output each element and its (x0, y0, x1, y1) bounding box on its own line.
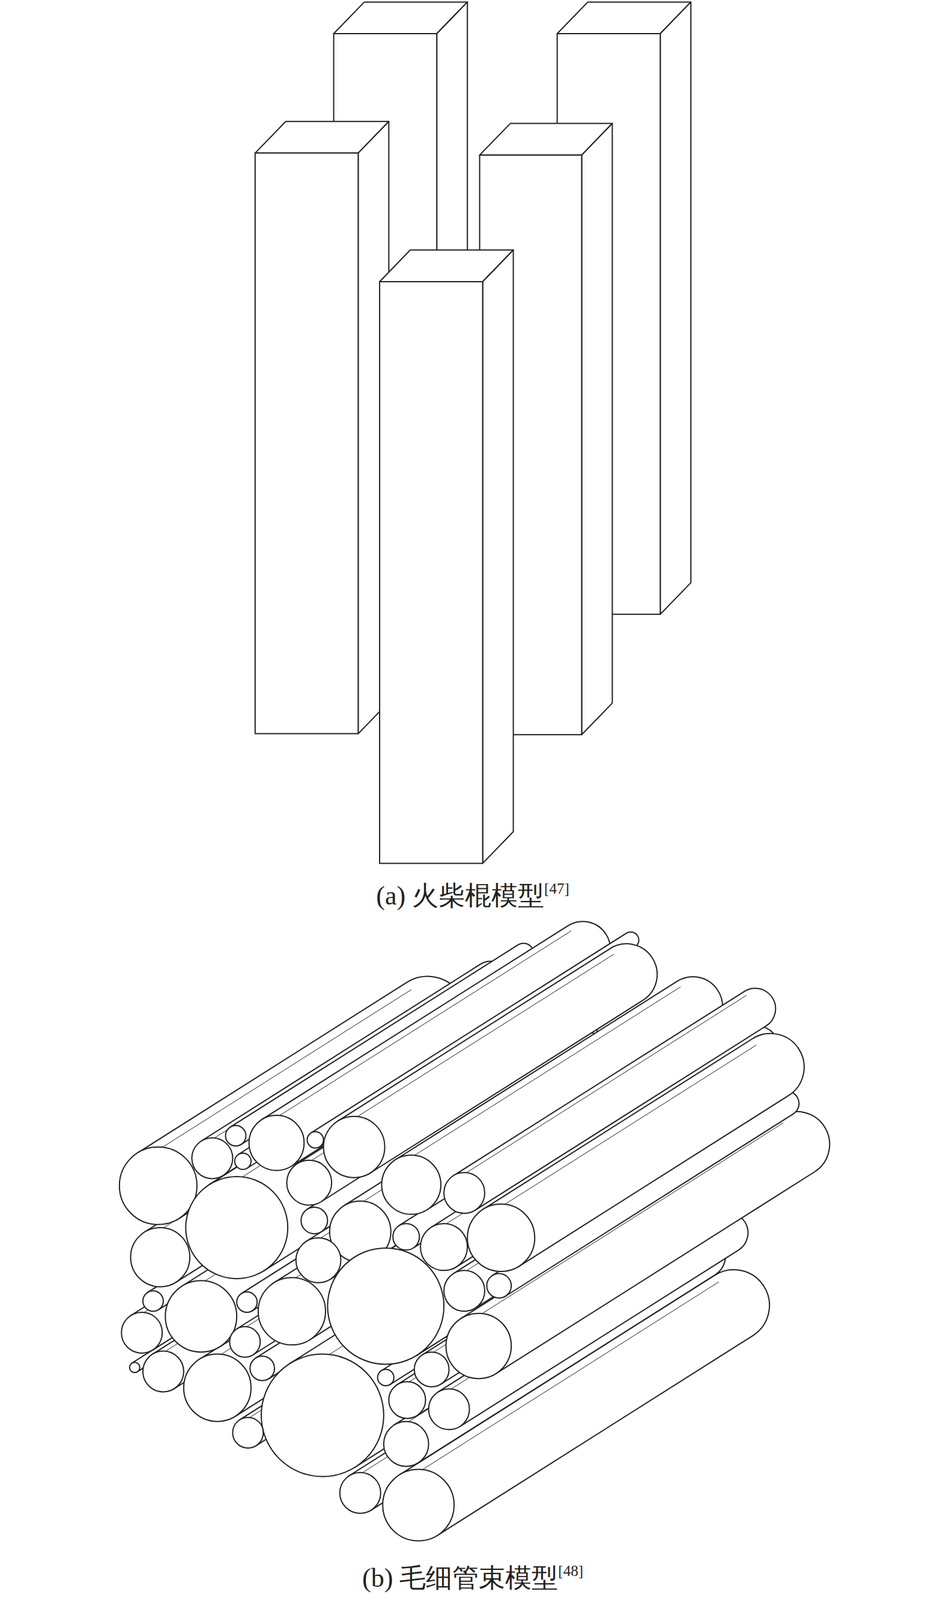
tube-ends (119, 1115, 536, 1541)
matchstick-prism (379, 249, 514, 864)
tube-bodies (130, 921, 830, 1536)
capillary-tube (453, 988, 776, 1211)
tube-end (377, 1369, 395, 1386)
tube-end (142, 1351, 184, 1393)
tube-end (191, 1137, 233, 1179)
tube-end (296, 1237, 342, 1283)
tube-end (183, 1354, 252, 1422)
caption-text: (b) 毛细管束模型 (362, 1563, 558, 1593)
tube-end (383, 1421, 429, 1467)
tube-end (258, 1277, 326, 1345)
caption: (a) 火柴棍模型[47] (375, 878, 570, 914)
tube-shading (466, 995, 747, 1174)
tube-end (286, 1160, 332, 1206)
prism-face (482, 249, 514, 864)
tube-end (300, 1207, 328, 1234)
tube-end (486, 1273, 512, 1298)
tube-end (420, 1223, 468, 1271)
tube-end (443, 1172, 485, 1214)
tube-end (382, 1469, 455, 1542)
tube-end (165, 1280, 237, 1353)
prism-face (581, 123, 613, 736)
tube-end (249, 1115, 305, 1171)
tube-end (443, 1270, 485, 1312)
tube-end (381, 1155, 441, 1215)
tube-end (323, 1116, 386, 1178)
tube-end (339, 1472, 381, 1514)
prism-face (660, 1, 691, 614)
tube-end (261, 1354, 384, 1477)
tube-end (445, 1313, 512, 1380)
prism-face (379, 281, 483, 864)
prism-face (255, 153, 359, 734)
tube-end (234, 1153, 252, 1170)
caption: (b) 毛细管束模型[48] (362, 1560, 584, 1596)
tube-end (392, 1223, 420, 1250)
tube-end (225, 1125, 246, 1147)
drawing (119, 1, 830, 1541)
tube-end (185, 1176, 288, 1279)
tube-end (129, 1362, 140, 1373)
reference-number: [48] (557, 1562, 584, 1580)
caption-text: (a) 火柴棍模型 (375, 881, 545, 911)
tube-end (327, 1248, 444, 1365)
tube-end (130, 1227, 190, 1288)
reference-number: [47] (544, 880, 570, 897)
matchstick-prism (255, 121, 390, 734)
tube-end (236, 1291, 258, 1313)
tube-end (142, 1290, 164, 1312)
tube-end (249, 1356, 275, 1381)
tube-end (414, 1352, 450, 1387)
tube-end (232, 1417, 264, 1449)
tube-end (119, 1147, 198, 1225)
tube-end (428, 1388, 470, 1430)
tube-end (121, 1312, 163, 1354)
tube-end (229, 1326, 261, 1358)
tube-end (467, 1204, 535, 1272)
tube-end (306, 1131, 324, 1148)
tube-end (388, 1381, 426, 1419)
